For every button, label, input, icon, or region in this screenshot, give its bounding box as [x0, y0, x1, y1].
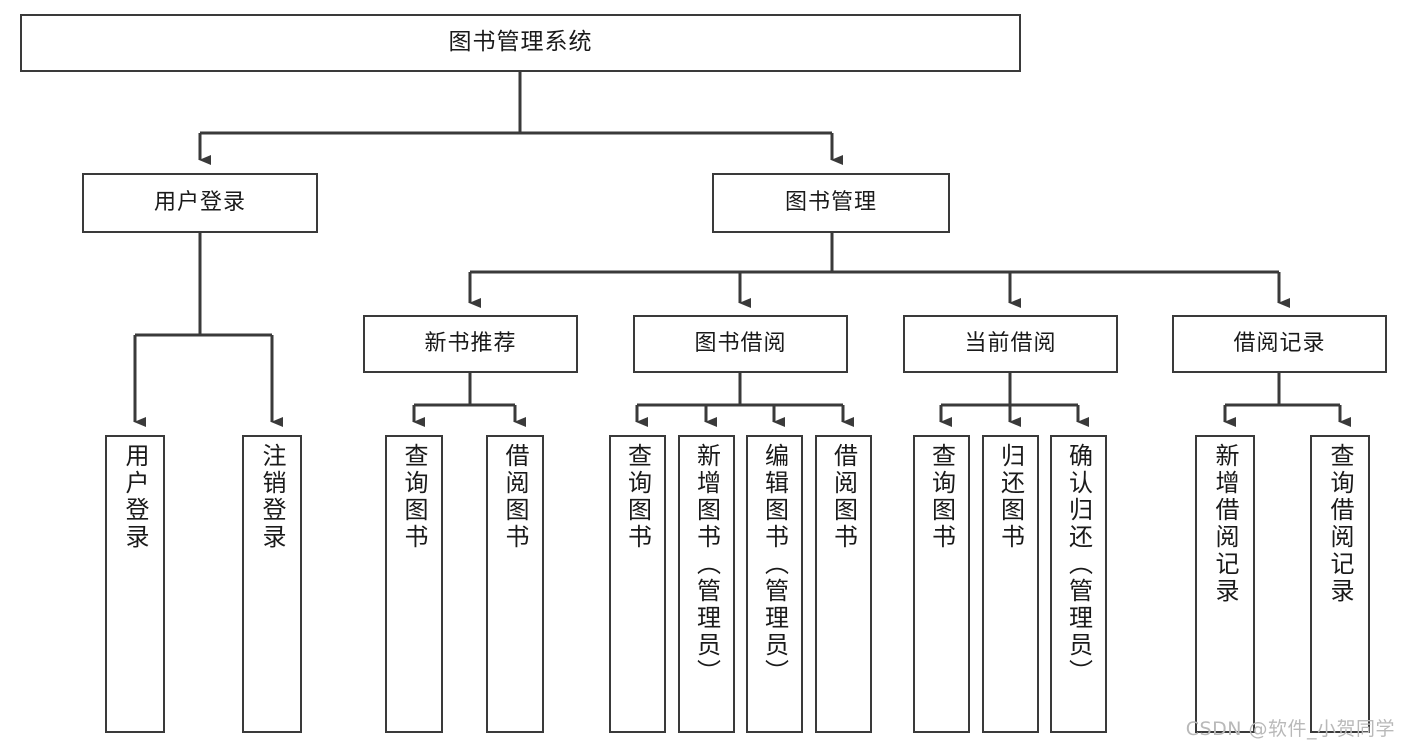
- node-leaf-logout[interactable]: 注销登录: [242, 435, 302, 733]
- node-leaf-query-book-1[interactable]: 查询图书: [385, 435, 443, 733]
- node-leaf-query-book-2[interactable]: 查询图书: [609, 435, 666, 733]
- node-new-book-recommend[interactable]: 新书推荐: [363, 315, 578, 373]
- node-label: 当前借阅: [964, 331, 1057, 357]
- node-label: 图书管理系统: [448, 29, 593, 56]
- node-root-book-management-system[interactable]: 图书管理系统: [20, 14, 1021, 72]
- node-label: 图书管理: [784, 190, 877, 216]
- node-label: 借阅图书: [829, 443, 858, 551]
- node-label: 新增借阅记录: [1211, 443, 1239, 605]
- node-label: 注销登录: [258, 443, 286, 551]
- node-label: 查询图书: [400, 443, 428, 551]
- node-label: 图书借阅: [694, 331, 787, 357]
- node-label: 新增图书（管理员）: [692, 443, 721, 686]
- node-leaf-add-borrow-record[interactable]: 新增借阅记录: [1195, 435, 1255, 733]
- node-leaf-borrow-book-1[interactable]: 借阅图书: [486, 435, 544, 733]
- node-leaf-edit-book-admin[interactable]: 编辑图书（管理员）: [746, 435, 803, 733]
- node-leaf-borrow-book-2[interactable]: 借阅图书: [815, 435, 872, 733]
- node-borrow-record[interactable]: 借阅记录: [1172, 315, 1387, 373]
- node-label: 借阅图书: [501, 443, 529, 551]
- node-leaf-return-book[interactable]: 归还图书: [982, 435, 1039, 733]
- node-label: 用户登录: [121, 443, 149, 551]
- node-book-manage[interactable]: 图书管理: [712, 173, 950, 233]
- node-label: 用户登录: [153, 190, 246, 216]
- node-current-borrow[interactable]: 当前借阅: [903, 315, 1118, 373]
- node-label: 查询图书: [623, 443, 652, 551]
- node-label: 编辑图书（管理员）: [760, 443, 789, 686]
- node-label: 新书推荐: [424, 331, 517, 357]
- node-book-borrow[interactable]: 图书借阅: [633, 315, 848, 373]
- watermark: CSDN @软件_小贺同学: [1185, 718, 1395, 740]
- node-label: 归还图书: [996, 443, 1025, 551]
- node-leaf-query-book-3[interactable]: 查询图书: [913, 435, 970, 733]
- node-label: 确认归还（管理员）: [1064, 443, 1093, 686]
- node-leaf-query-borrow-record[interactable]: 查询借阅记录: [1310, 435, 1370, 733]
- node-leaf-confirm-return-admin[interactable]: 确认归还（管理员）: [1050, 435, 1107, 733]
- node-label: 查询图书: [927, 443, 956, 551]
- node-leaf-add-book-admin[interactable]: 新增图书（管理员）: [678, 435, 735, 733]
- node-label: 查询借阅记录: [1326, 443, 1354, 605]
- node-user-login[interactable]: 用户登录: [82, 173, 318, 233]
- node-leaf-user-login[interactable]: 用户登录: [105, 435, 165, 733]
- node-label: 借阅记录: [1233, 331, 1326, 357]
